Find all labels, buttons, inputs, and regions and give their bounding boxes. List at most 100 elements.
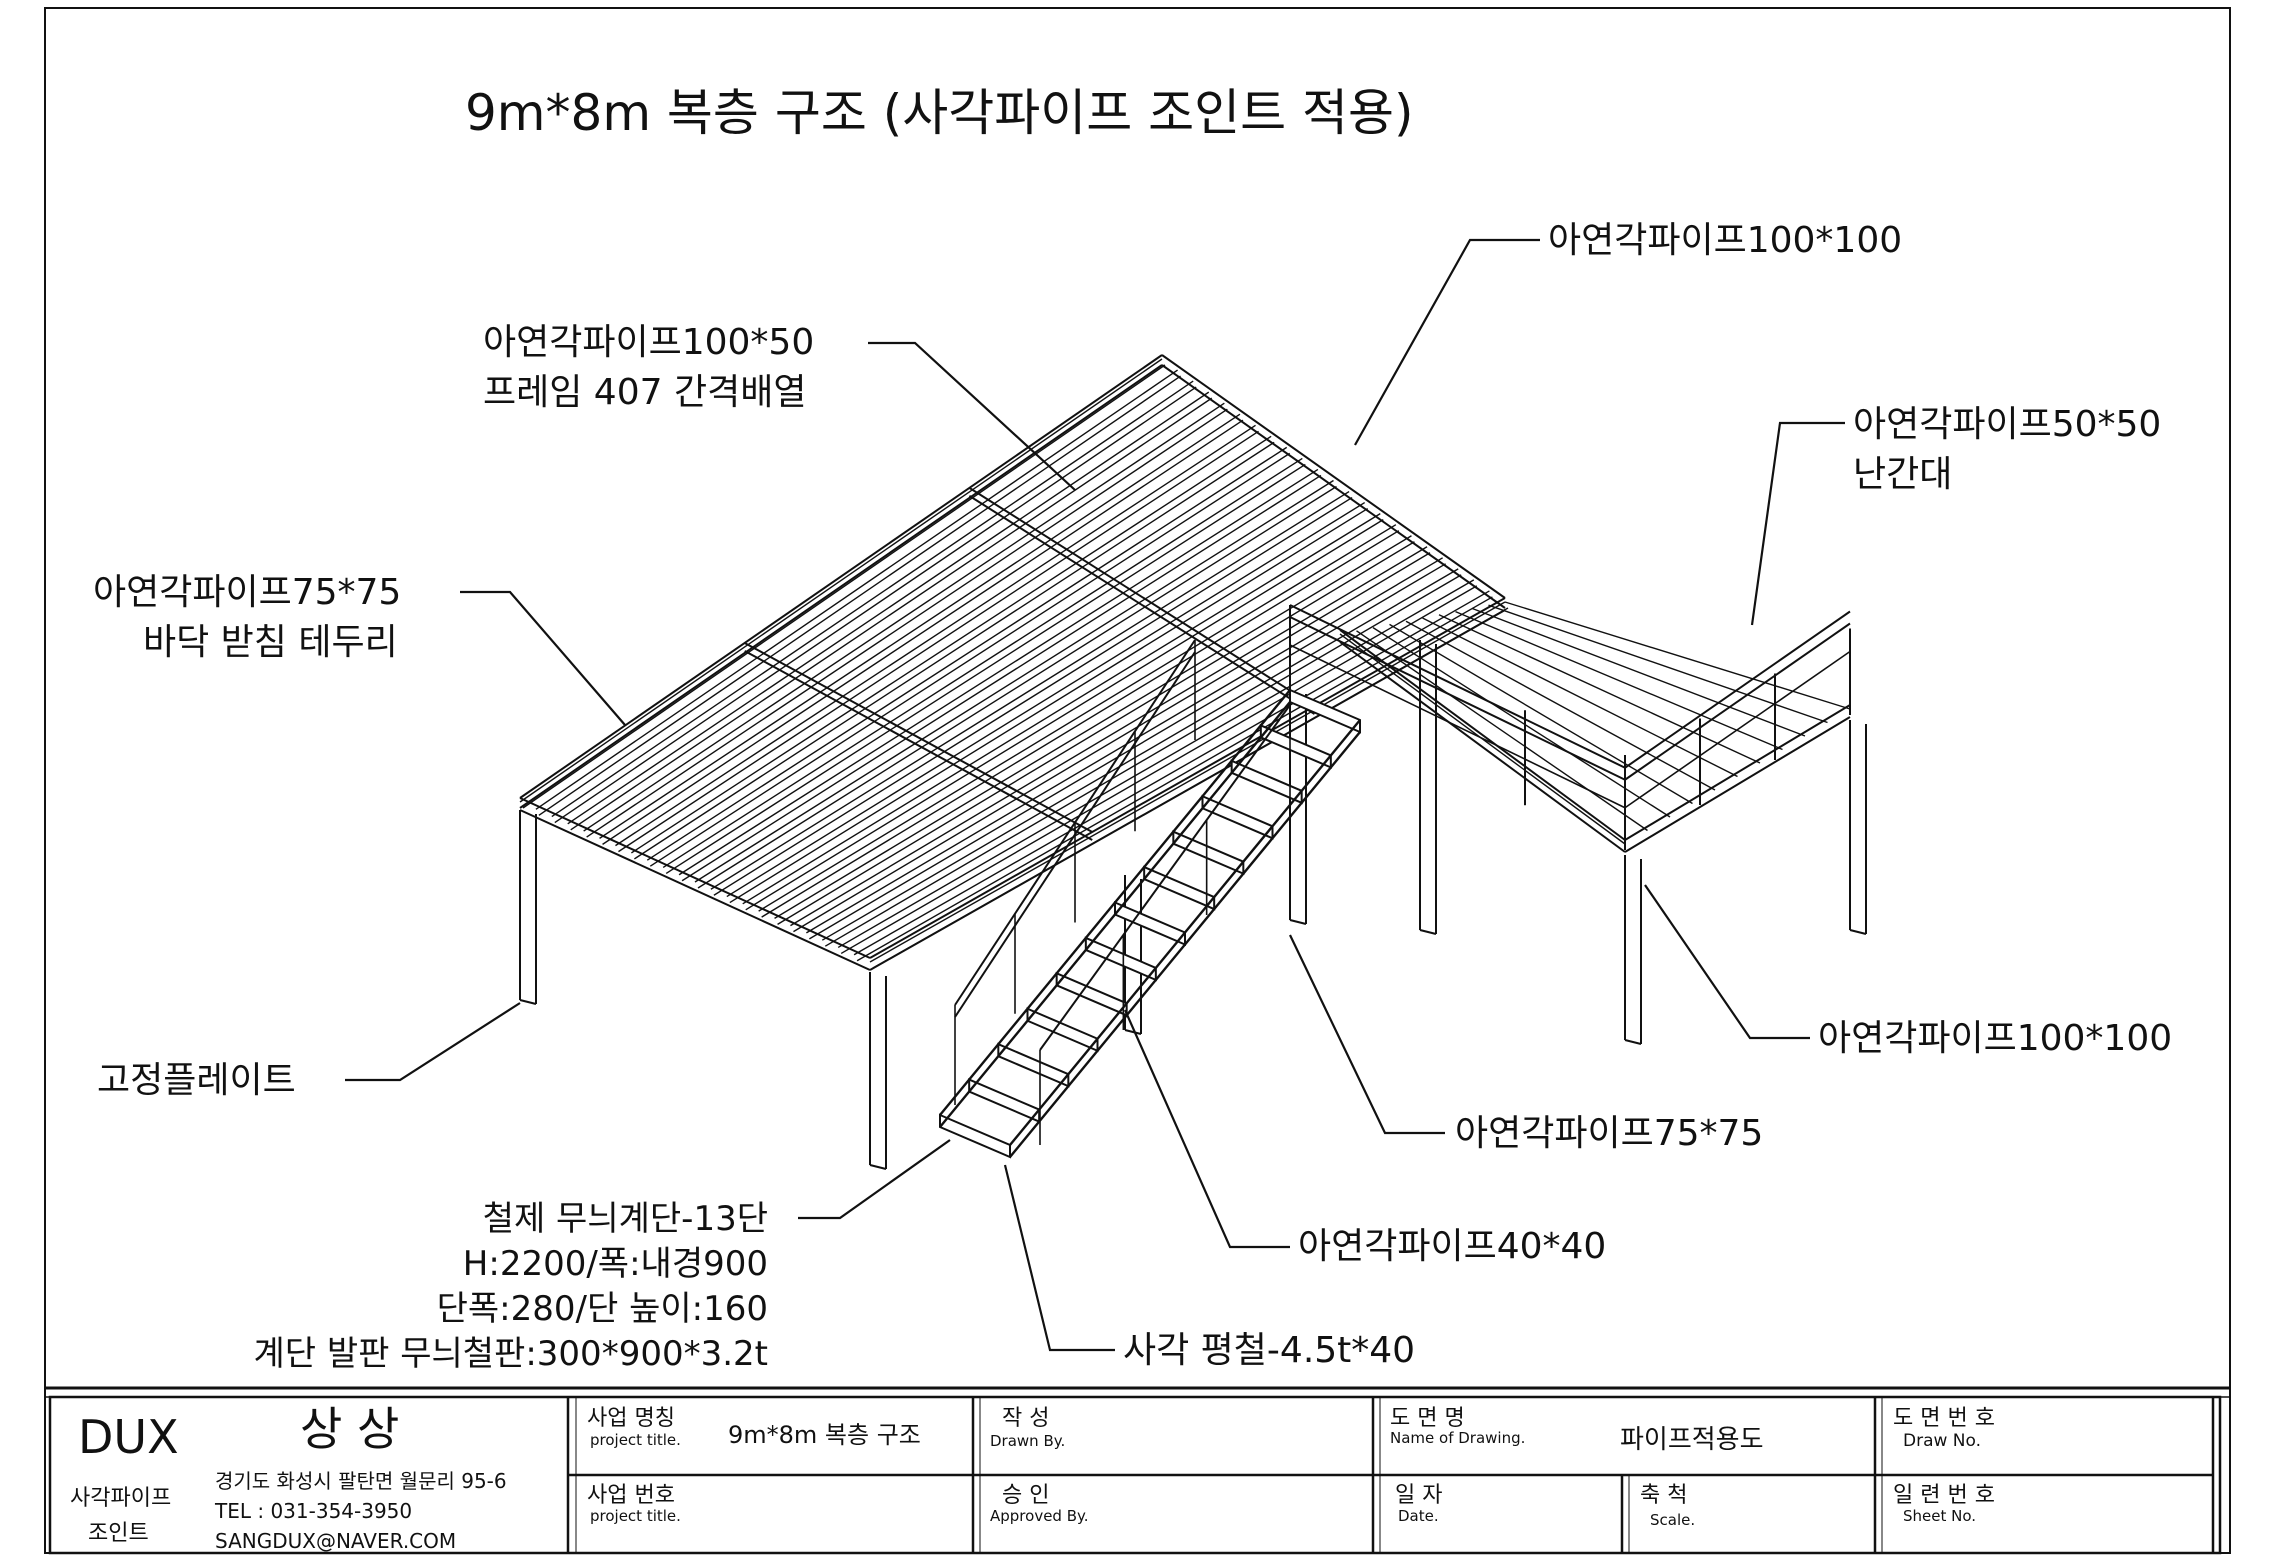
steel-stair [939, 639, 1361, 1159]
column-base [519, 999, 537, 1005]
sheet-no-label-kr: 일 련 번 호 [1893, 1483, 1995, 1508]
approved-by-label-en: Approved By. [990, 1507, 1089, 1525]
handrail-right [1624, 610, 1851, 769]
floor-slat [602, 419, 1244, 845]
label-pipe100x100-right: 아연각파이프100*100 [1818, 1018, 2172, 1059]
floor-slat [726, 501, 1366, 898]
stair-tread [1230, 759, 1303, 805]
floor-slat [678, 468, 1319, 876]
deck-rim-right [1161, 354, 1506, 599]
floor-slat [519, 358, 1163, 803]
scale-label-en: Scale. [1650, 1511, 1695, 1529]
floor-slat [599, 413, 1241, 839]
floor-slat [824, 574, 1462, 947]
floor-slat [522, 364, 1166, 809]
label-flat-bar: 사각 평철-4.5t*40 [1123, 1330, 1415, 1371]
floor-slat [869, 601, 1506, 963]
ext-floor-slat [1488, 604, 1828, 724]
floor-slat [662, 457, 1303, 869]
drawing-title: 9m*8m 복층 구조 (사각파이프 조인트 적용) [465, 84, 1414, 142]
floor-slat [649, 452, 1291, 867]
floor-slat [570, 397, 1213, 831]
floor-slat [554, 386, 1197, 824]
floor-slat [742, 513, 1381, 905]
deck-rim-back [519, 364, 1163, 809]
ext-floor-slat [1405, 620, 1716, 791]
label-pipe50x50-line1: 아연각파이프50*50 [1853, 404, 2161, 445]
stair-stringer-right [1009, 731, 1361, 1158]
column-base [1419, 929, 1437, 935]
floor-slat [633, 441, 1275, 860]
company-email: SANGDUX@NAVER.COM [215, 1529, 456, 1553]
stair-tread [997, 1042, 1070, 1088]
drawing-name-label-en: Name of Drawing. [1390, 1429, 1525, 1447]
ext-rim-right [1624, 716, 1851, 853]
company-name-kr: 상 상 [300, 1402, 399, 1456]
handrail-right [1624, 622, 1851, 781]
leader-lines [345, 238, 1845, 1352]
label-pipe100x100-top: 아연각파이프100*100 [1548, 220, 1902, 261]
floor-slat [837, 579, 1475, 949]
ext-rim-right [1624, 704, 1851, 841]
leader-flat-bar [1003, 1164, 1115, 1352]
stair-tread [968, 1078, 1041, 1124]
floor-slat [618, 430, 1259, 853]
stair-stringer-left [939, 689, 1291, 1116]
leader-pipe100x50 [868, 341, 1076, 491]
floor-slat [586, 408, 1228, 838]
leader-pipe75x75-right [1289, 934, 1445, 1135]
drawing-name-value: 파이프적용도 [1620, 1425, 1764, 1455]
drawing-name-label-kr: 도 면 명 [1390, 1406, 1465, 1431]
floor-slat [538, 375, 1181, 816]
floor-slat [809, 563, 1446, 940]
company-address: 경기도 화성시 팔탄면 월문리 95-6 [215, 1469, 507, 1493]
stair-tread [1026, 1007, 1099, 1053]
column-base [869, 1164, 887, 1170]
date-label-en: Date. [1398, 1507, 1439, 1525]
ext-floor-slat [1389, 623, 1693, 805]
column-base [1624, 1039, 1642, 1045]
floor-slat [774, 535, 1412, 919]
floor-slat [567, 391, 1210, 825]
label-stair-line1: 철제 무늬계단-13단 [483, 1199, 768, 1239]
floor-slat [745, 519, 1384, 911]
column-base [1289, 919, 1307, 925]
floor-slat [665, 463, 1306, 875]
label-pipe100x50-line1: 아연각파이프100*50 [483, 322, 814, 363]
ext-floor-slat [1422, 617, 1738, 778]
floor-slat [535, 369, 1178, 810]
drawn-by-label-kr: 작 성 [1002, 1406, 1049, 1431]
leader-fixed-plate [345, 1002, 521, 1082]
project-name-label-kr: 사업 명칭 [587, 1406, 675, 1431]
scale-label-kr: 축 척 [1640, 1483, 1687, 1508]
project-no-label-en: project title. [590, 1507, 681, 1525]
date-label-kr: 일 자 [1395, 1483, 1442, 1508]
title-block [45, 1386, 2230, 1555]
deck-rim-left [519, 809, 871, 971]
label-pipe75x75-left-line1: 아연각파이프75*75 [93, 572, 401, 613]
column-base [1849, 929, 1867, 935]
floor-joist [968, 495, 1316, 715]
stair-tread [939, 1113, 1011, 1159]
floor-joist [744, 642, 1093, 833]
stair-tread [1143, 865, 1216, 911]
floor-slat [697, 485, 1337, 889]
floor-slat [681, 474, 1322, 882]
floor-slat [615, 424, 1256, 847]
company-sub1: 사각파이프 [70, 1486, 171, 1511]
floor-slat [790, 546, 1428, 927]
project-no-label-kr: 사업 번호 [587, 1483, 675, 1508]
label-pipe100x50-line2: 프레임 407 간격배열 [483, 372, 806, 413]
leader-pipe50x50 [1750, 421, 1845, 626]
project-name-label-en: project title. [590, 1431, 681, 1449]
stair-tread [1201, 794, 1274, 840]
floor-slat [710, 490, 1350, 890]
stair-stringer-left [939, 701, 1291, 1128]
handrail-front [1289, 604, 1626, 769]
deck-rim-right [1161, 364, 1506, 609]
column-base [1124, 1029, 1142, 1035]
floor-slat [758, 524, 1397, 912]
sheet-no-label-en: Sheet No. [1903, 1507, 1976, 1525]
floor-slat [713, 496, 1353, 896]
